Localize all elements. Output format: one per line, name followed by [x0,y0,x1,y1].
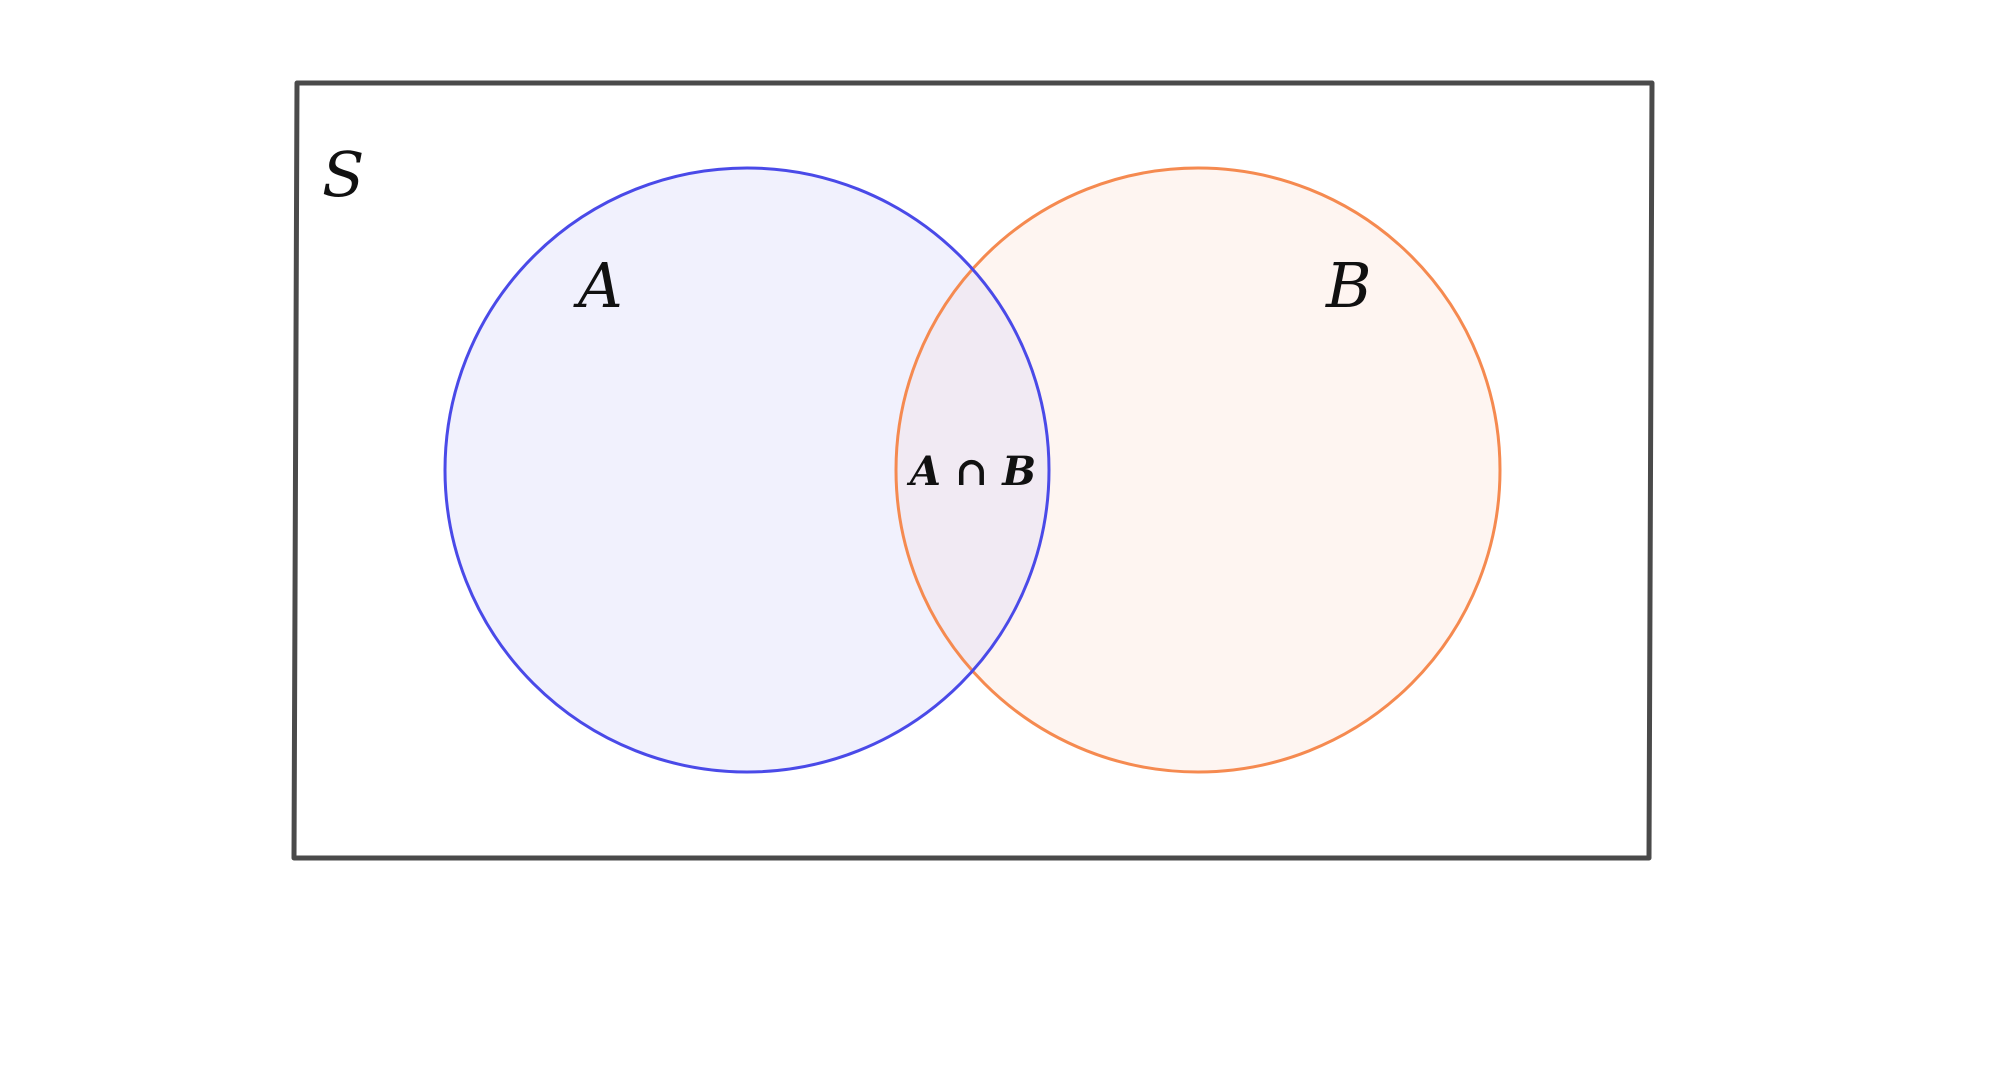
set-a-outline [443,166,1051,774]
set-a-region [445,168,1049,772]
universe-label: S [322,138,364,211]
intersection-label: A ∩ B [906,448,1036,495]
set-b-label: B [1325,249,1372,322]
set-b-outline [894,166,1502,774]
set-b-region [896,168,1500,772]
set-a-label: A [573,249,623,322]
